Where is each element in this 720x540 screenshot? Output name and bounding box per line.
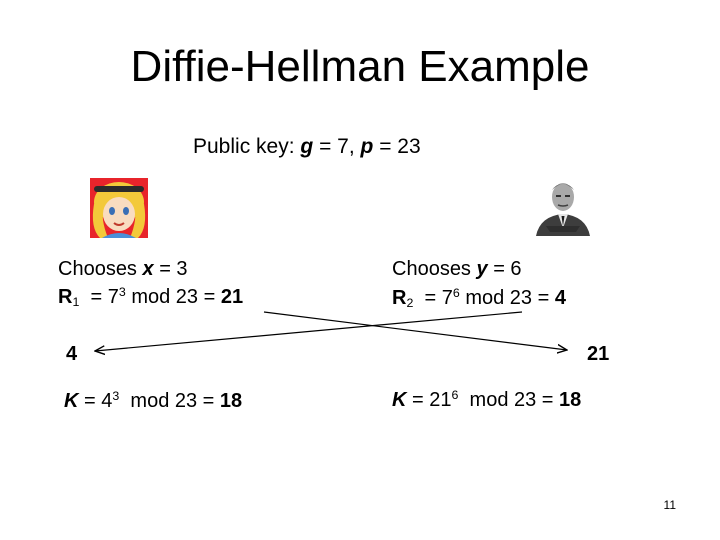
left-r-subscript: 1 bbox=[72, 295, 80, 310]
left-r-exponent: 3 bbox=[118, 285, 126, 300]
right-r-line: R2 = 76 mod 23 = 4 bbox=[392, 287, 566, 310]
right-r-base: = 7 bbox=[424, 287, 453, 309]
arrow-bob-to-alice bbox=[95, 311, 523, 351]
alice-avatar-icon bbox=[90, 178, 148, 238]
left-key-exponent: 3 bbox=[112, 389, 120, 404]
right-secret-value: = 6 bbox=[493, 258, 522, 280]
g-variable: g bbox=[300, 135, 314, 158]
right-received-value: 21 bbox=[587, 343, 610, 365]
public-key-label: Public key: bbox=[193, 135, 295, 158]
left-r-mod: mod 23 = bbox=[131, 286, 216, 308]
left-key-result: 18 bbox=[219, 390, 243, 412]
left-key-line: K = 43 mod 23 = 18 bbox=[64, 390, 242, 413]
left-key-variable: K bbox=[64, 390, 79, 412]
right-key-mod: mod 23 = bbox=[469, 389, 554, 411]
left-r-base: = 7 bbox=[90, 286, 119, 308]
right-secret-variable: y bbox=[476, 258, 488, 280]
p-value: = 23 bbox=[379, 135, 421, 158]
right-chooses-line: Chooses y = 6 bbox=[392, 258, 522, 281]
right-r-exponent: 6 bbox=[452, 286, 460, 301]
left-r-variable: R bbox=[58, 286, 73, 308]
right-chooses-label: Chooses bbox=[392, 258, 471, 280]
right-key-result: 18 bbox=[559, 389, 582, 411]
left-received-value: 4 bbox=[66, 343, 78, 365]
left-key-base: = 4 bbox=[84, 390, 113, 412]
slide-title: Diffie-Hellman Example bbox=[130, 42, 590, 91]
left-chooses-line: Chooses x = 3 bbox=[58, 258, 188, 281]
public-key-line: Public key: g = 7, p = 23 bbox=[193, 135, 421, 159]
left-key-mod: mod 23 = bbox=[130, 390, 215, 412]
right-r-variable: R bbox=[392, 287, 407, 309]
right-r-result: 4 bbox=[554, 287, 566, 309]
g-value: = 7, bbox=[319, 135, 355, 158]
left-r-result: 21 bbox=[220, 286, 244, 308]
right-r-mod: mod 23 = bbox=[465, 287, 550, 309]
right-key-variable: K bbox=[392, 389, 407, 411]
left-secret-value: = 3 bbox=[159, 258, 188, 280]
right-key-line: K = 216 mod 23 = 18 bbox=[392, 389, 581, 412]
arrow-alice-to-bob bbox=[263, 311, 567, 350]
right-r-subscript: 2 bbox=[406, 296, 414, 311]
left-chooses-label: Chooses bbox=[58, 258, 137, 280]
p-variable: p bbox=[360, 135, 374, 158]
page-number: 11 bbox=[663, 498, 676, 512]
man-portrait-icon bbox=[532, 174, 594, 236]
left-r-line: R1 = 73 mod 23 = 21 bbox=[58, 286, 243, 309]
right-key-exponent: 6 bbox=[451, 388, 459, 403]
right-key-base: = 21 bbox=[412, 389, 452, 411]
left-secret-variable: x bbox=[142, 258, 154, 280]
